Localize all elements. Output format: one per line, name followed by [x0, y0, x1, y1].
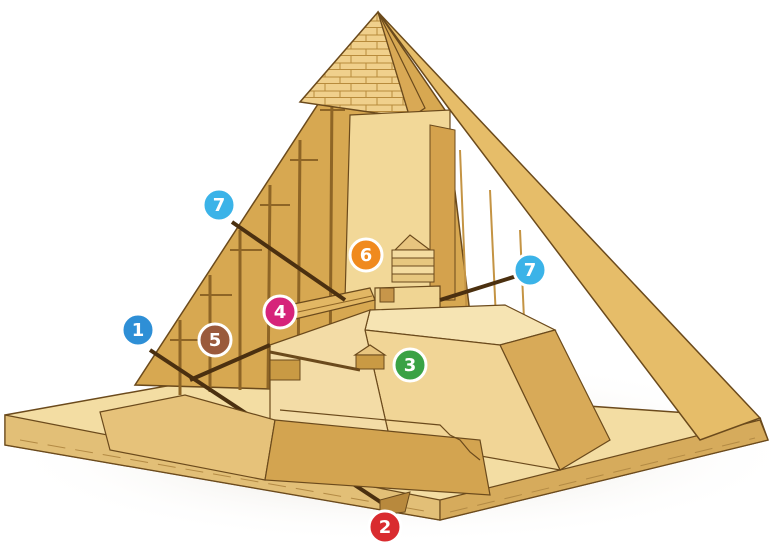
marker-5-label: 5 [209, 330, 222, 351]
marker-6: 6 [350, 239, 382, 271]
marker-1-label: 1 [132, 320, 145, 341]
marker-2: 2 [369, 511, 401, 543]
marker-7-right: 7 [514, 254, 546, 286]
marker-3: 3 [394, 349, 426, 381]
marker-6-label: 6 [360, 245, 373, 266]
marker-5: 5 [199, 324, 231, 356]
marker-3-label: 3 [404, 355, 417, 376]
marker-7-left-label: 7 [213, 195, 226, 216]
marker-1: 1 [122, 314, 154, 346]
marker-2-label: 2 [379, 517, 392, 538]
marker-4-label: 4 [274, 302, 287, 323]
marker-7-right-label: 7 [524, 260, 537, 281]
marker-7-left: 7 [203, 189, 235, 221]
marker-4: 4 [264, 296, 296, 328]
